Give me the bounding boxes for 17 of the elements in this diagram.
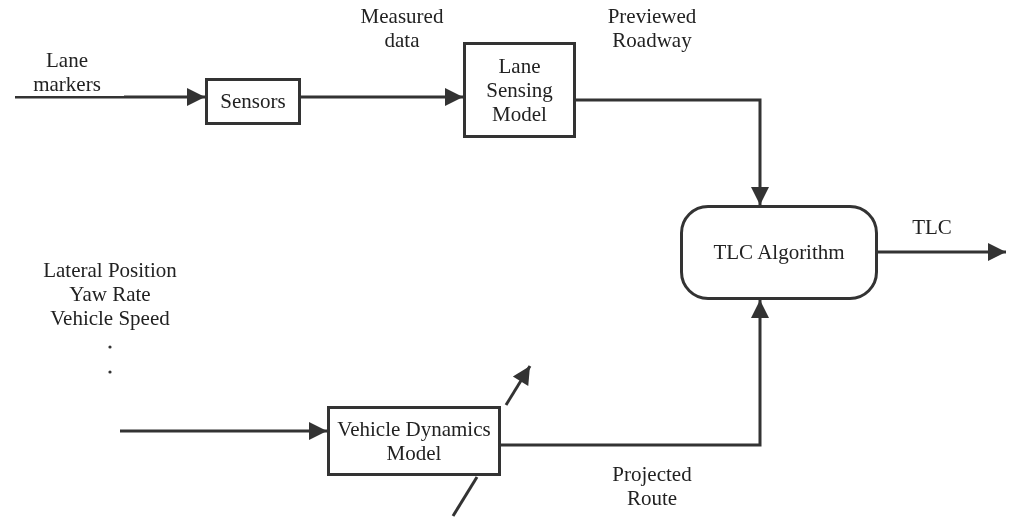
arrow <box>301 88 463 106</box>
input-signal-label: Yaw Rate <box>69 282 151 307</box>
input-signal-label: Lateral Position <box>43 258 177 283</box>
input-signal-label: Vehicle Speed <box>50 306 170 331</box>
box-label: Sensors <box>220 89 286 114</box>
arrow <box>118 422 327 440</box>
process-box <box>327 406 501 476</box>
arrow <box>501 300 769 447</box>
arrow <box>576 98 769 205</box>
arrow <box>15 88 205 106</box>
process-box <box>205 78 301 125</box>
process-box <box>463 42 576 138</box>
box-label: TLC Algorithm <box>713 240 845 265</box>
box-label: Lane Sensing Model <box>485 53 554 127</box>
rounded-process-box <box>680 205 878 300</box>
arrow <box>878 243 1006 261</box>
box-label: Vehicle Dynamics Model <box>336 416 492 466</box>
